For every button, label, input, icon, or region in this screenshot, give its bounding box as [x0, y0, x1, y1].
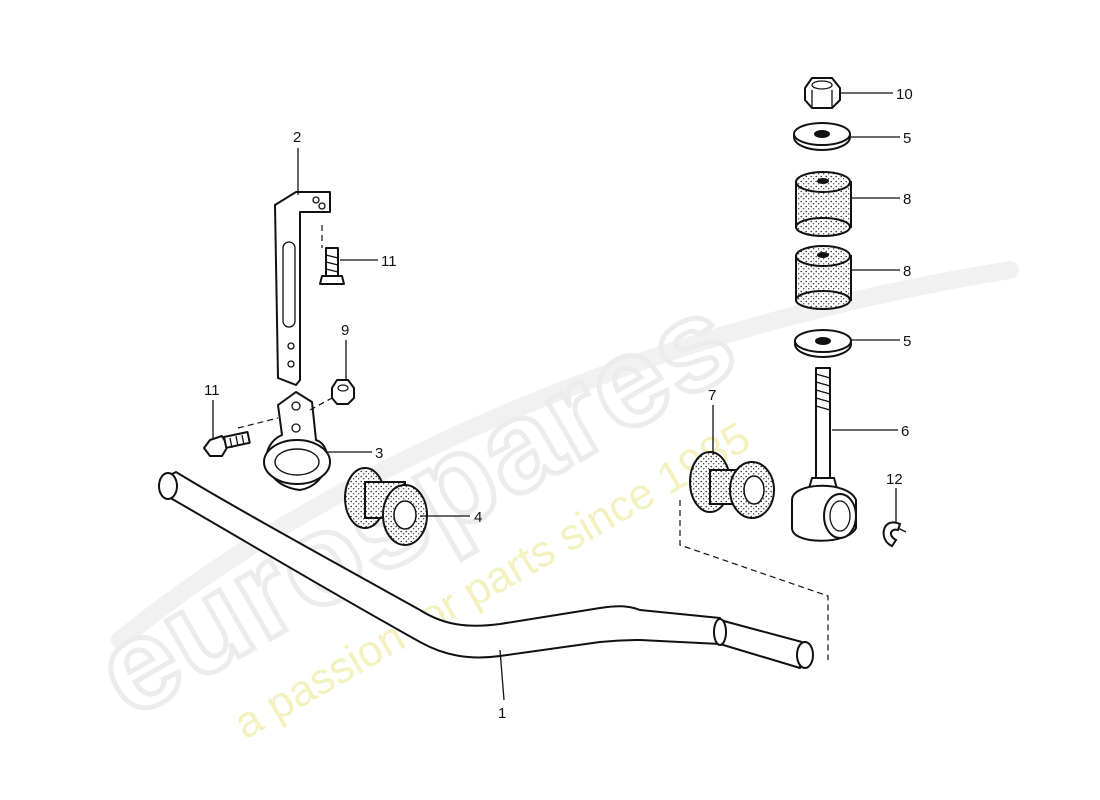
rubber-bushing-lower [795, 245, 852, 310]
callout-11-lower: 11 [204, 382, 220, 399]
callout-labels: 1 2 3 4 5 5 6 7 8 8 9 10 11 11 12 [204, 86, 913, 722]
stabilizer-bar [158, 471, 814, 669]
mounting-bracket [274, 191, 331, 386]
callout-11-upper: 11 [381, 253, 397, 270]
callout-6: 6 [901, 423, 909, 440]
assembly-lines [237, 225, 829, 660]
hex-nut [804, 77, 841, 109]
callout-leaders [212, 92, 900, 701]
callout-4: 4 [474, 509, 482, 526]
bolt-upper [319, 247, 345, 285]
washer-lower [794, 329, 852, 358]
callout-10: 10 [896, 86, 913, 103]
bushing-link [689, 451, 775, 519]
callout-2: 2 [293, 129, 301, 146]
callout-8-lower: 8 [903, 263, 911, 280]
callout-1: 1 [498, 705, 506, 722]
circlip [882, 521, 907, 548]
lock-nut [331, 379, 355, 405]
callout-7: 7 [708, 387, 716, 404]
callout-8-upper: 8 [903, 191, 911, 208]
callout-5-upper: 5 [903, 130, 911, 147]
bolt-lower [203, 431, 251, 457]
washer-upper [793, 122, 851, 151]
drop-link [791, 367, 857, 542]
bushing-center [344, 467, 428, 546]
callout-9: 9 [341, 322, 349, 339]
callout-12: 12 [886, 471, 903, 488]
clamp [263, 391, 331, 491]
rubber-bushing-upper [795, 171, 852, 237]
callout-5-lower: 5 [903, 333, 911, 350]
callout-3: 3 [375, 445, 383, 462]
